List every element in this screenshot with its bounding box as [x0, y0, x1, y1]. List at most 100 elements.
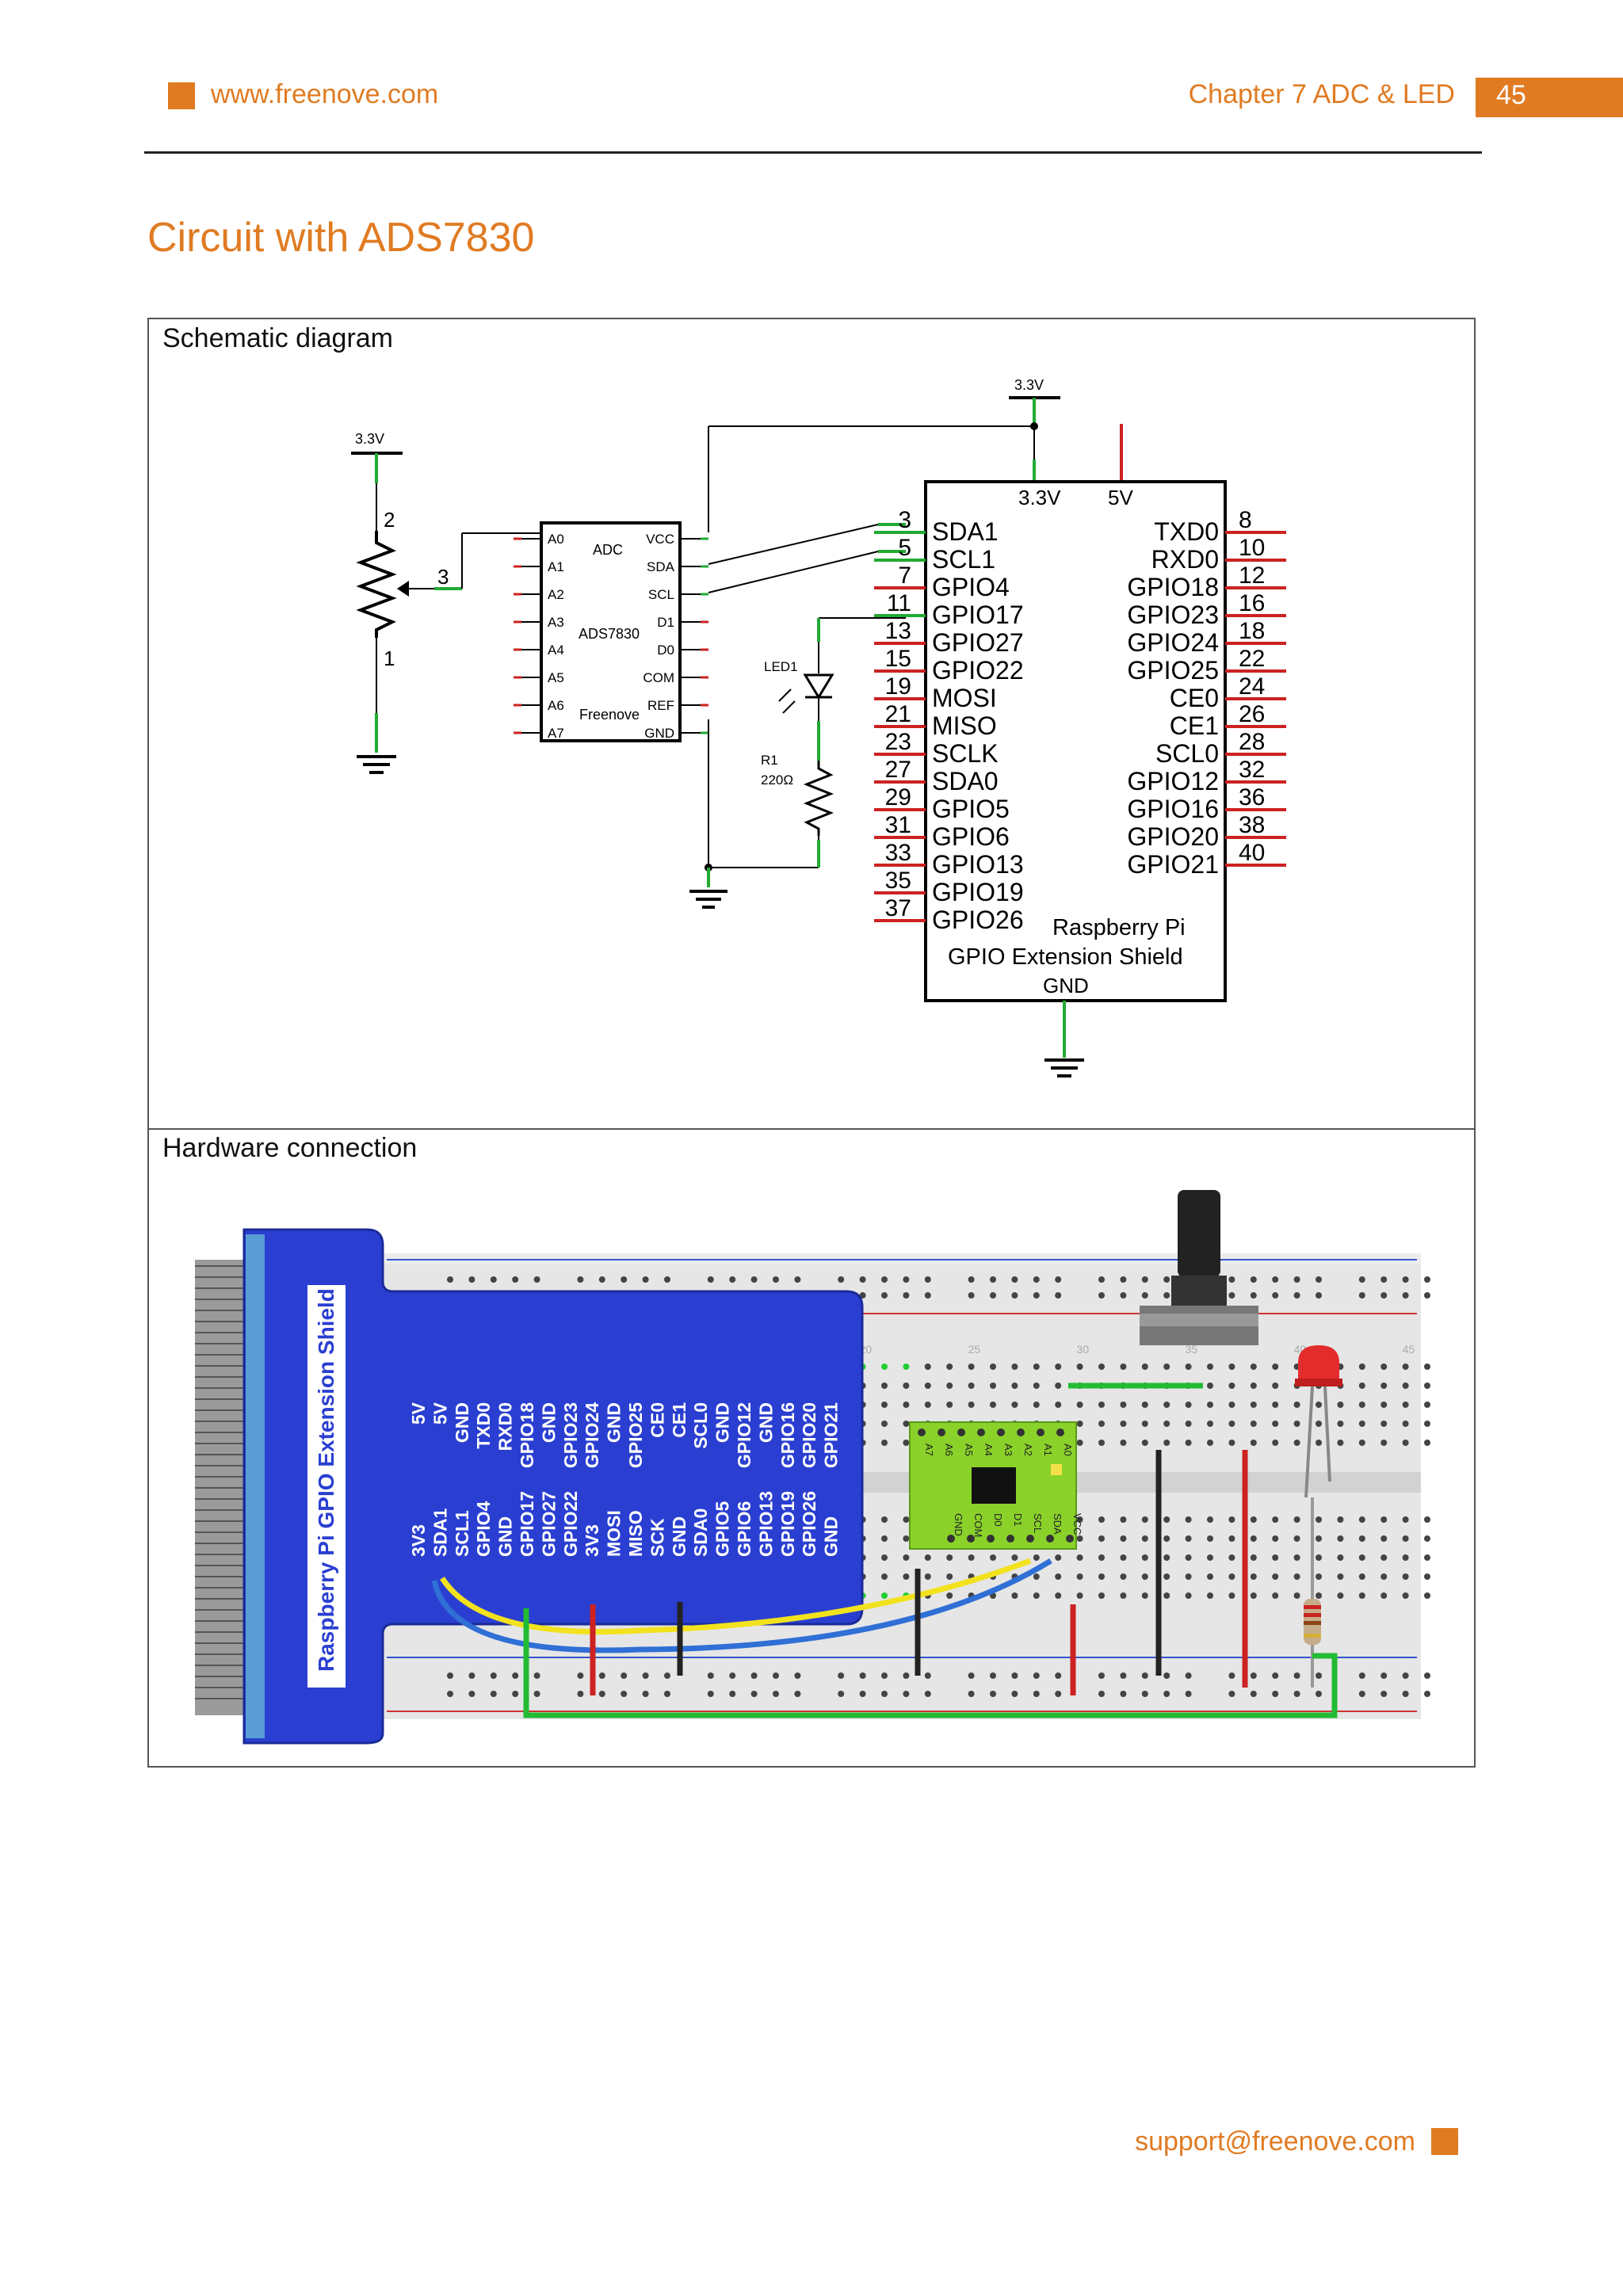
svg-text:3.3V: 3.3V [355, 431, 384, 447]
shield-pin-number: 27 [885, 757, 911, 783]
adc-module-pin: COM [972, 1513, 984, 1537]
adc-module-pin: A3 [1002, 1444, 1014, 1456]
shield-pin-name: GPIO23 [1127, 601, 1219, 629]
shield-bottom-pin: 3V3 [582, 1524, 602, 1557]
shield-bottom-pin: GPIO13 [755, 1491, 776, 1557]
shield-top-pin: GND [538, 1402, 559, 1443]
adc-module-pin: VCC [1071, 1513, 1083, 1535]
header-rule [144, 151, 1482, 154]
shield-pin-number: 35 [885, 868, 911, 894]
svg-text:220Ω: 220Ω [761, 772, 793, 788]
adc-pin-label: SCL [648, 587, 674, 602]
header-chapter: Chapter 7 ADC & LED [1188, 79, 1455, 109]
shield-pin-number: 40 [1239, 840, 1265, 866]
adc-module-pin: D1 [1012, 1513, 1024, 1527]
potentiometer-part [1140, 1190, 1258, 1345]
adc-ground-wire [689, 719, 819, 909]
shield-pin-name: GPIO25 [1127, 656, 1219, 685]
column-number: 25 [968, 1343, 981, 1356]
shield-pin-name: MOSI [932, 684, 997, 712]
shield-pin-name: GPIO18 [1127, 573, 1219, 601]
adc-pin-label: A3 [548, 615, 564, 630]
shield-pin-name: GPIO24 [1127, 628, 1219, 657]
svg-text:GND: GND [1043, 974, 1089, 997]
shield-top-pin: GND [452, 1402, 472, 1443]
shield-pin-number: 28 [1239, 729, 1265, 755]
svg-text:5V: 5V [1108, 486, 1133, 509]
shield-bottom-pin: SDA1 [430, 1508, 450, 1557]
jumper-wires [431, 1383, 1338, 1718]
shield-top-pin: GPIO20 [799, 1402, 819, 1468]
footer-email[interactable]: support@freenove.com [1135, 2126, 1415, 2157]
header-website[interactable]: www.freenove.com [211, 79, 439, 109]
shield-bottom-pin: GPIO4 [473, 1501, 494, 1557]
shield-bottom-pin: SCL1 [452, 1510, 472, 1557]
shield-pin-number: 38 [1239, 812, 1265, 838]
shield-top-pin: GND [755, 1402, 776, 1443]
shield-pin-name: SDA1 [932, 517, 999, 546]
pot-ground-icon [357, 755, 396, 774]
hardware-diagram: 151015202530354045 Raspberry Pi GPIO Ext… [195, 1190, 1430, 1745]
shield-pin-name: GPIO5 [932, 795, 1010, 823]
shield-pin-name: GPIO12 [1127, 767, 1219, 795]
adc-pin-label: A0 [548, 532, 564, 547]
shield-bottom-pin: GPIO19 [777, 1491, 798, 1557]
svg-text:3.3V: 3.3V [1014, 377, 1044, 393]
column-number: 30 [1077, 1343, 1090, 1356]
shield-bottom-pin: MOSI [604, 1510, 624, 1557]
shield-pin-name: GPIO19 [932, 878, 1024, 906]
adc-module-pin: D0 [992, 1513, 1004, 1527]
shield-pin-number: 18 [1239, 618, 1265, 644]
shield-pin-name: CE1 [1170, 711, 1219, 740]
shield-pin-number: 22 [1239, 646, 1265, 672]
shield-pin-name: GPIO17 [932, 601, 1024, 629]
shield-top-pin: GPIO25 [625, 1402, 646, 1468]
shield-pin-number: 31 [885, 812, 911, 838]
shield-top-pin: CE0 [647, 1402, 667, 1438]
shield-pin-name: GPIO22 [932, 656, 1024, 685]
shield-bottom-pin: GPIO17 [517, 1491, 537, 1557]
shield-bottom-pin: SDA0 [690, 1508, 711, 1557]
shield-top-pin: GPIO24 [582, 1402, 602, 1468]
shield-pin-name: MISO [932, 711, 997, 740]
shield-pin-number: 13 [885, 618, 911, 644]
shield-bottom-pin: GPIO5 [712, 1501, 733, 1557]
svg-text:3: 3 [437, 565, 449, 589]
svg-text:Freenove: Freenove [579, 707, 640, 723]
shield-bottom-pin: GPIO27 [538, 1491, 559, 1557]
shield-board: Raspberry Pi GPIO Extension Shield [242, 1228, 864, 1745]
header-square [168, 82, 195, 109]
svg-text:ADC: ADC [593, 542, 623, 558]
svg-text:2: 2 [384, 508, 395, 532]
shield-right-pins: 8TXD010RXD012GPIO1816GPIO2318GPIO2422GPI… [1127, 507, 1286, 879]
adc-module [909, 1421, 1077, 1550]
shield-top-pin: 5V [430, 1402, 450, 1425]
shield-pin-number: 24 [1239, 673, 1265, 700]
shield-pin-number: 11 [887, 590, 911, 616]
shield-pin-number: 16 [1239, 590, 1265, 616]
shield-pin-number: 15 [885, 646, 911, 672]
shield-bottom-pin: GPIO26 [799, 1491, 819, 1557]
shield-pin-name: GPIO6 [932, 822, 1010, 851]
shield-pin-name: SCL1 [932, 545, 995, 574]
svg-text:ADS7830: ADS7830 [579, 626, 640, 642]
adc-module-pin: A7 [923, 1444, 935, 1456]
potentiometer-symbol: 2 3 1 [356, 508, 541, 753]
adc-module-pin: A5 [963, 1444, 975, 1456]
adc-pin-label: A5 [548, 670, 564, 685]
shield-top-pin: CE1 [669, 1402, 689, 1438]
shield-top-pin: GND [712, 1402, 733, 1443]
figure-divider [147, 1128, 1476, 1130]
figure-frame [147, 318, 1476, 1768]
shield-top-pin: SCL0 [690, 1402, 711, 1449]
shield-top-pin: GPIO23 [560, 1402, 581, 1468]
svg-text:3.3V: 3.3V [1018, 486, 1061, 509]
shield-top-pin: GPIO12 [734, 1402, 754, 1468]
footer-square [1431, 2128, 1458, 2155]
adc-pin-label: REF [647, 698, 674, 713]
gpio-shield: 3.3V 5V Raspberry Pi GPIO Extension Shie… [924, 480, 1227, 1077]
shield-pin-name: GPIO21 [1127, 850, 1219, 879]
shield-pin-name: GPIO13 [932, 850, 1024, 879]
shield-pin-name: RXD0 [1151, 545, 1219, 574]
